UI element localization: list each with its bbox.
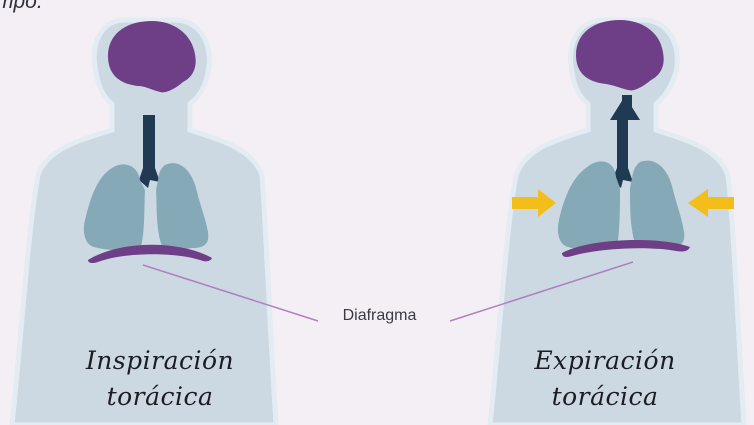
expiration-label-line1: Expiración [520,343,690,379]
expiration-label-line2: torácica [520,379,690,415]
top-text-fragment: mpo. [0,0,43,14]
inspiration-label: Inspiración torácica [70,343,250,415]
inspiration-label-line2: torácica [70,379,250,415]
inspiration-label-line1: Inspiración [70,343,250,379]
expiration-label: Expiración torácica [520,343,690,415]
diaphragm-label: Diafragma [322,307,437,325]
